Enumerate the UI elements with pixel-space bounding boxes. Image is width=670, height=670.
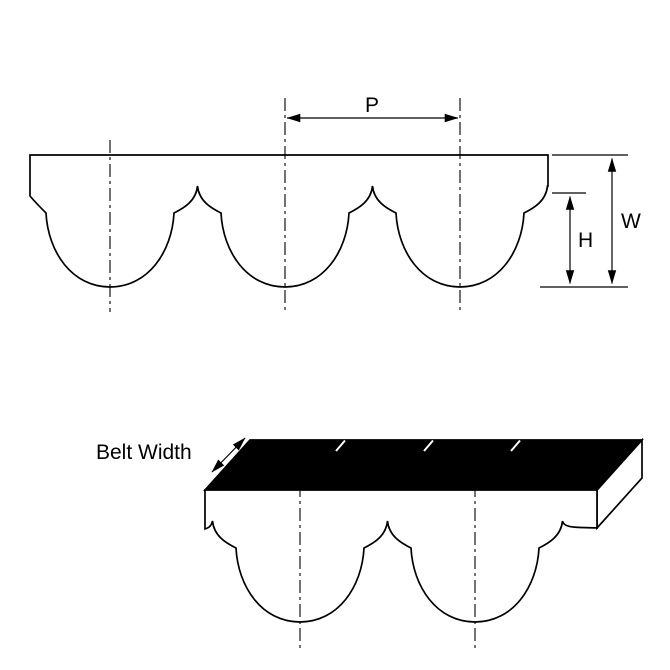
tooth-tick-3 (510, 439, 521, 452)
tooth-tick-1 (335, 439, 346, 452)
perspective-view: Belt Width (96, 437, 644, 650)
profile-view: P W H (29, 94, 641, 312)
belt-top-face (203, 439, 644, 491)
height-dimension-label: H (578, 229, 593, 252)
pitch-dimension-label: P (365, 94, 379, 117)
belt-front-profile (204, 489, 598, 623)
top-face-tooth-ticks (335, 439, 521, 452)
tooth-tick-2 (423, 439, 434, 452)
belt-width-label: Belt Width (96, 441, 192, 464)
belt-profile (29, 154, 549, 288)
width-dimension-label: W (621, 210, 641, 233)
belt-width-arrow (211, 437, 246, 473)
